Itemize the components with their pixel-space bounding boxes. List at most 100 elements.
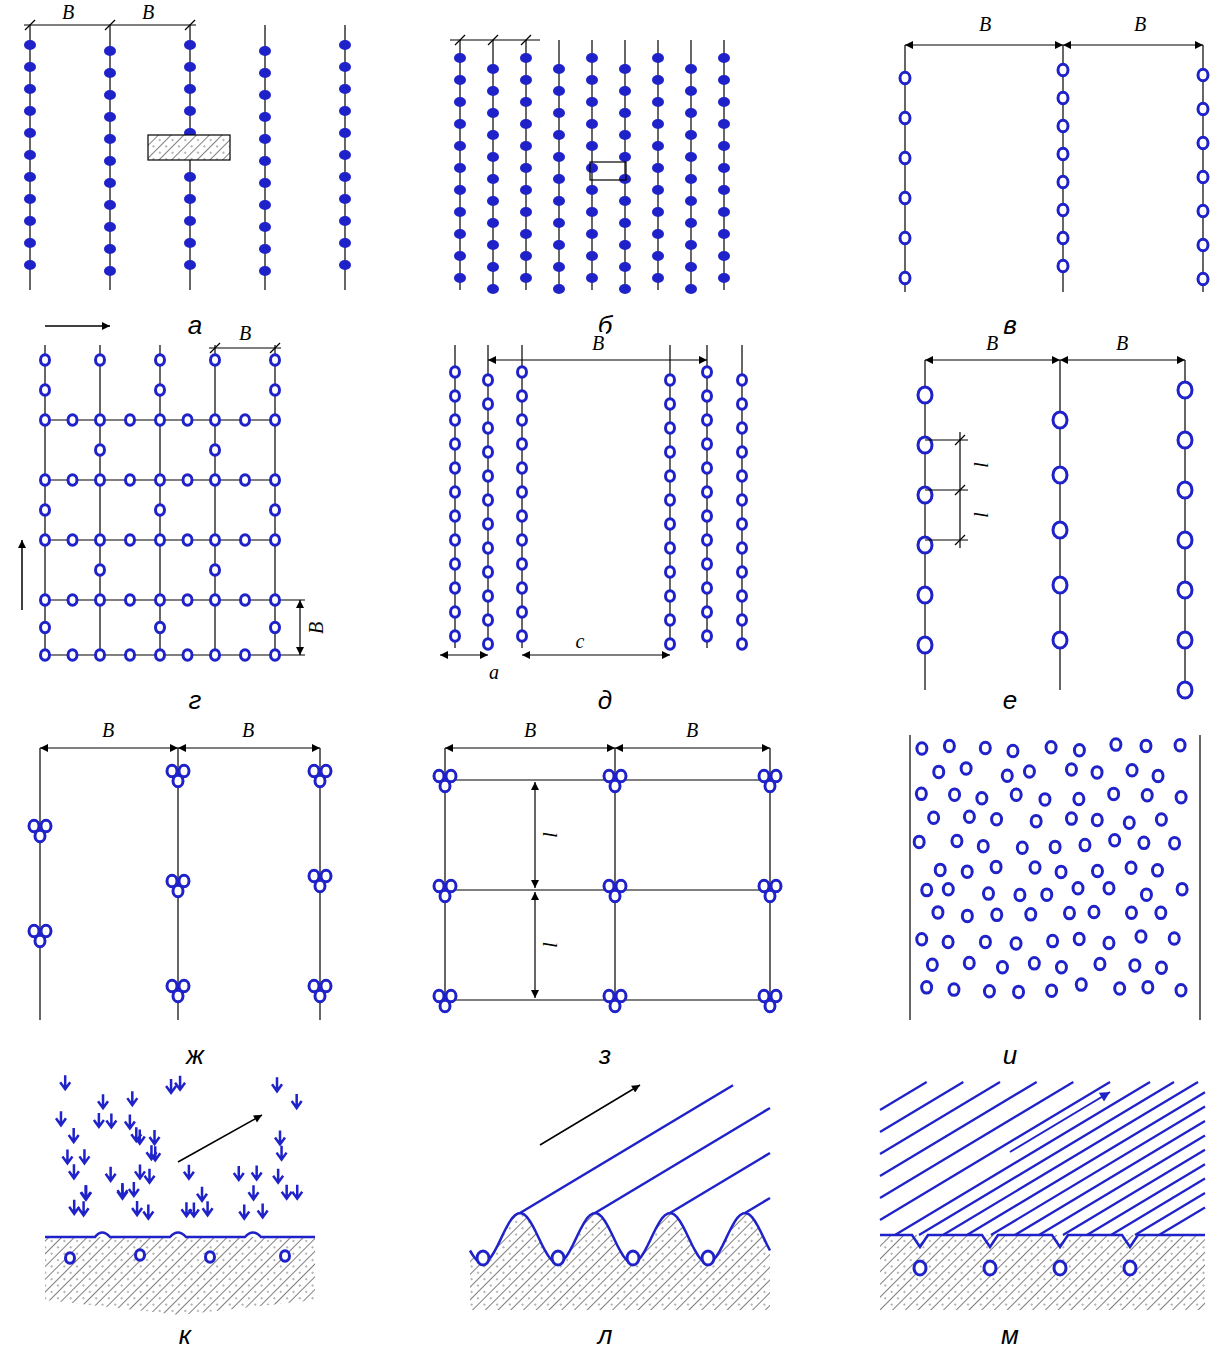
drain-ring bbox=[703, 391, 712, 401]
drain-dot bbox=[619, 174, 631, 184]
drain-ring bbox=[916, 788, 926, 800]
drain-ring bbox=[1024, 766, 1034, 778]
drain-ring bbox=[1156, 814, 1166, 826]
rain-arrow bbox=[292, 1094, 302, 1108]
drain-dot bbox=[487, 196, 499, 206]
rain-arrow bbox=[106, 1113, 116, 1127]
drain-ring bbox=[156, 505, 165, 515]
drain-dot bbox=[454, 141, 466, 151]
drain-ring bbox=[1080, 839, 1090, 851]
drain-ring bbox=[980, 742, 990, 754]
drain-ring bbox=[980, 936, 990, 948]
drain-dot bbox=[652, 251, 664, 261]
drain-dot bbox=[652, 163, 664, 173]
drain-dot bbox=[454, 273, 466, 283]
drain-ring bbox=[765, 890, 775, 902]
drain-ring bbox=[1156, 907, 1166, 919]
drain-ring bbox=[1089, 906, 1099, 918]
drain-ring bbox=[703, 631, 712, 641]
drain-ring bbox=[126, 650, 135, 660]
drain-ring bbox=[1198, 171, 1208, 183]
drain-ring bbox=[703, 511, 712, 521]
drain-dot bbox=[685, 262, 697, 272]
drain-ring bbox=[484, 591, 493, 601]
drain-dot bbox=[520, 229, 532, 239]
drain-ring bbox=[1074, 933, 1084, 945]
drain-ring bbox=[1042, 889, 1052, 901]
dimension-label: B bbox=[60, 1, 76, 23]
dimension-line bbox=[488, 359, 707, 360]
drain-ring bbox=[41, 595, 50, 605]
rain-arrow bbox=[125, 1114, 135, 1128]
drain-ring bbox=[315, 990, 325, 1002]
drain-dot bbox=[454, 97, 466, 107]
drain-ring bbox=[1026, 909, 1036, 921]
drain-ring bbox=[451, 487, 460, 497]
drain-dot bbox=[259, 134, 271, 144]
rain-arrow bbox=[106, 1167, 116, 1181]
drain-line bbox=[909, 735, 910, 1020]
drain-ring bbox=[918, 487, 932, 503]
drain-dot bbox=[24, 106, 36, 116]
drain-ring bbox=[271, 385, 280, 395]
drain-ring bbox=[992, 814, 1002, 826]
drain-dot bbox=[553, 284, 565, 294]
drain-ring bbox=[703, 535, 712, 545]
slope-line bbox=[1039, 1135, 1205, 1235]
dimension-label: B bbox=[1114, 332, 1130, 354]
drain-ring bbox=[96, 445, 105, 455]
drain-ring bbox=[1178, 382, 1192, 398]
drain-ring bbox=[35, 830, 45, 842]
drain-ring bbox=[484, 639, 493, 649]
drain-ring bbox=[1066, 764, 1076, 776]
dimension-tick bbox=[270, 343, 280, 353]
drain-dot bbox=[24, 260, 36, 270]
drain-dot bbox=[259, 178, 271, 188]
dimension-line bbox=[615, 747, 770, 748]
drain-ring bbox=[765, 1000, 775, 1012]
drain-dot bbox=[652, 141, 664, 151]
rain-arrow bbox=[81, 1185, 91, 1199]
dimension-tick bbox=[210, 343, 220, 353]
drain-ring bbox=[666, 567, 675, 577]
drain-ring bbox=[1056, 866, 1066, 878]
drain-ring bbox=[703, 583, 712, 593]
drain-ring bbox=[1124, 1261, 1136, 1275]
drain-ring bbox=[1008, 745, 1018, 757]
drain-dot bbox=[718, 119, 730, 129]
drain-dot bbox=[619, 64, 631, 74]
dimension-line bbox=[925, 359, 1060, 360]
drain-ring bbox=[962, 910, 972, 922]
dimension-line bbox=[534, 892, 535, 998]
drain-dot bbox=[259, 266, 271, 276]
drain-ring bbox=[944, 740, 954, 752]
drain-ring bbox=[183, 415, 192, 425]
drain-dot bbox=[24, 172, 36, 182]
dimension-label: l bbox=[970, 460, 992, 470]
drain-ring bbox=[41, 355, 50, 365]
drain-ring bbox=[271, 650, 280, 660]
drain-ring bbox=[933, 907, 943, 919]
drain-ring bbox=[1178, 532, 1192, 548]
drain-ring bbox=[484, 375, 493, 385]
rain-arrow bbox=[275, 1130, 285, 1144]
drain-ring bbox=[738, 567, 747, 577]
dimension-tick bbox=[955, 535, 965, 545]
dimension-tick bbox=[955, 485, 965, 495]
drain-ring bbox=[738, 639, 747, 649]
direction-arrow bbox=[178, 1115, 262, 1162]
drain-ring bbox=[1178, 582, 1192, 598]
drain-ring bbox=[96, 415, 105, 425]
drain-ring bbox=[703, 463, 712, 473]
drain-ring bbox=[1198, 273, 1208, 285]
drain-dot bbox=[487, 218, 499, 228]
drain-ring bbox=[918, 537, 932, 553]
drain-ring bbox=[41, 475, 50, 485]
drain-line bbox=[214, 345, 215, 655]
dimension-tick bbox=[488, 35, 498, 45]
drain-line bbox=[99, 345, 100, 655]
drain-ring bbox=[484, 471, 493, 481]
drain-ring bbox=[271, 505, 280, 515]
drain-ring bbox=[173, 775, 183, 787]
drain-ring bbox=[1058, 232, 1068, 244]
